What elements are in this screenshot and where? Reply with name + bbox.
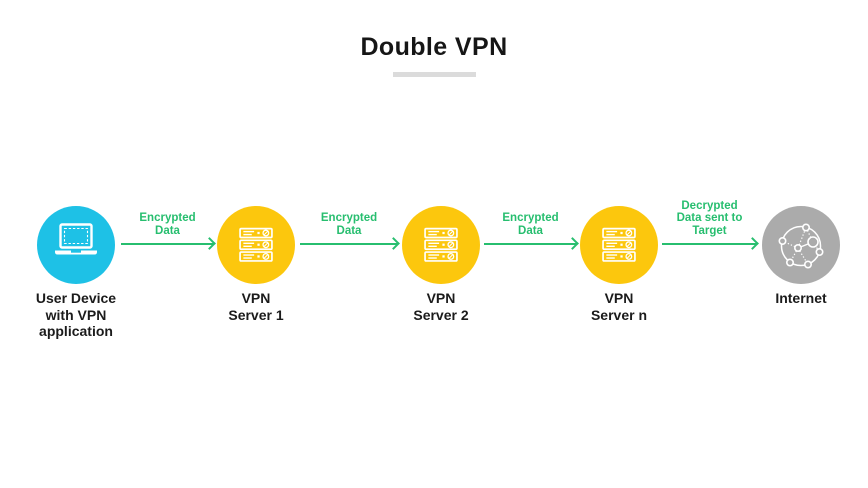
- arrowhead-right-icon: [566, 237, 579, 250]
- node-label-user-device: User Device with VPN application: [35, 290, 117, 339]
- node-vpn-server-1: [217, 206, 295, 284]
- node-internet: [762, 206, 840, 284]
- node-vpn-server-n: [580, 206, 658, 284]
- globe-network-icon: [778, 223, 824, 269]
- node-label-internet: Internet: [775, 290, 827, 306]
- arrow-label-encrypted-data-1: Encrypted Data: [139, 212, 196, 237]
- arrowhead-right-icon: [746, 237, 759, 250]
- server-icon: [239, 227, 273, 262]
- server-icon: [602, 227, 636, 262]
- node-vpn-server-2: [402, 206, 480, 284]
- title-underline-divider: [393, 72, 476, 77]
- arrow-label-decrypted-data: Decrypted Data sent to Target: [676, 199, 743, 237]
- flow-arrow-1: Encrypted Data: [121, 196, 216, 250]
- arrowhead-right-icon: [203, 237, 216, 250]
- page-title: Double VPN: [360, 33, 508, 61]
- arrow-label-encrypted-data-3: Encrypted Data: [502, 212, 559, 237]
- arrow-label-encrypted-data-2: Encrypted Data: [320, 212, 378, 237]
- server-icon: [424, 227, 458, 262]
- arrowhead-right-icon: [387, 237, 400, 250]
- node-user-device: [37, 206, 115, 284]
- flow-arrow-4: Decrypted Data sent to Target: [662, 196, 759, 250]
- node-label-vpn-server-2: VPN Server 2: [413, 290, 469, 323]
- flow-arrow-3: Encrypted Data: [484, 196, 579, 250]
- node-label-vpn-server-1: VPN Server 1: [228, 290, 284, 323]
- arrow-line: [300, 243, 397, 245]
- arrow-line: [484, 243, 576, 245]
- arrow-line: [121, 243, 213, 245]
- arrow-line: [662, 243, 756, 245]
- laptop-icon: [55, 223, 97, 255]
- node-label-vpn-server-n: VPN Server n: [590, 290, 648, 323]
- flow-arrow-2: Encrypted Data: [300, 196, 400, 250]
